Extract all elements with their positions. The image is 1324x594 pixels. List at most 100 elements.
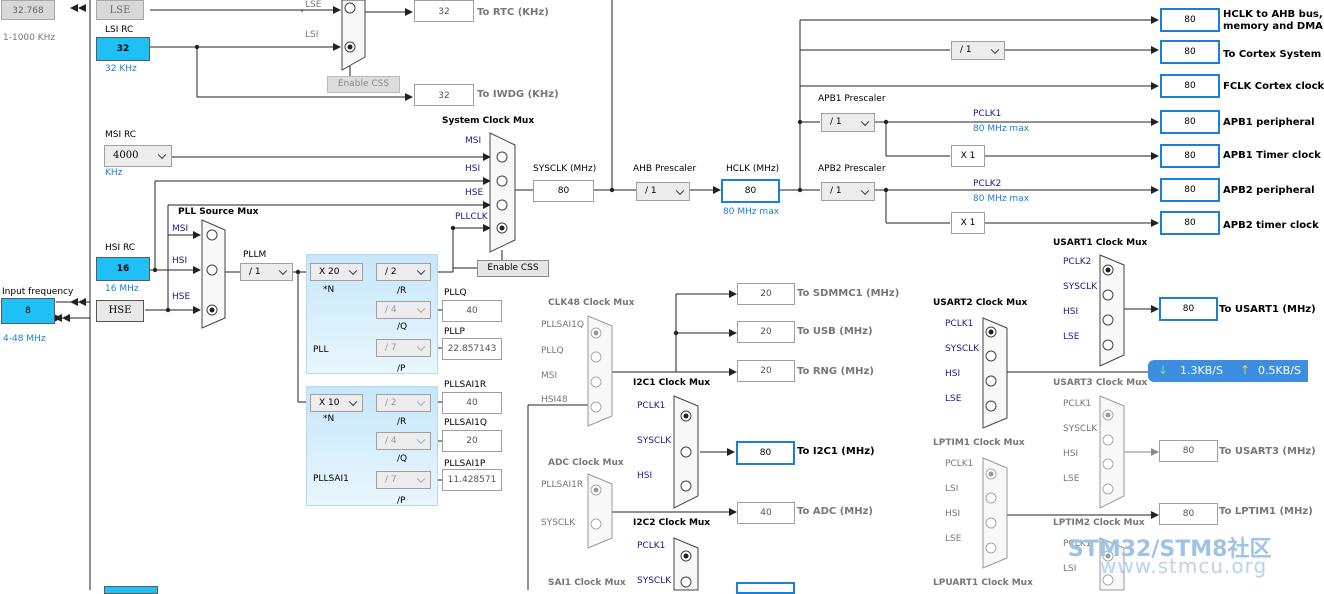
rtc-mux-lsi-label: LSI	[305, 30, 319, 40]
apb1-peripheral-value-box[interactable]: 80	[1160, 110, 1220, 134]
chevron-down-icon	[416, 397, 426, 407]
chevron-down-icon	[675, 186, 685, 195]
lptim1-hsi-label: HSI	[945, 509, 961, 519]
pclk1-title: PCLK1	[973, 109, 1002, 119]
pll-p-divider-select[interactable]: / 7	[376, 339, 431, 357]
usart1-lse-label: LSE	[1063, 332, 1080, 342]
usart3-value-box: 80	[1159, 440, 1218, 462]
apb1-prescaler-select[interactable]: / 1	[821, 113, 875, 132]
pllm-value: / 1	[249, 267, 261, 277]
ahb-prescaler-title: AHB Prescaler	[633, 164, 697, 174]
usart1-mux-title: USART1 Clock Mux	[1053, 238, 1148, 248]
clock-tree-wires	[54, 0, 1159, 591]
apb2-prescaler-title: APB2 Prescaler	[818, 164, 886, 174]
rtc-enable-css-button[interactable]: Enable CSS	[327, 76, 400, 93]
sdmmc-output-label: To SDMMC1 (MHz)	[797, 288, 900, 299]
pllsai1q-value-box: 20	[442, 430, 502, 452]
pllq-title: PLLQ	[444, 288, 467, 298]
adc-output-label: To ADC (MHz)	[797, 506, 873, 517]
system-enable-css-button[interactable]: Enable CSS	[477, 260, 549, 277]
pllm-select[interactable]: / 1	[240, 263, 293, 281]
pllsai1q-title: PLLSAI1Q	[444, 418, 487, 428]
sdmmc-value-box: 20	[737, 283, 795, 305]
i2c1-value-box[interactable]: 80	[736, 441, 795, 465]
usart2-mux-title: USART2 Clock Mux	[933, 298, 1028, 308]
apb2-timer-value-box[interactable]: 80	[1160, 211, 1220, 235]
hclk-value-input[interactable]: 80	[721, 179, 780, 203]
chevron-down-icon	[416, 266, 426, 276]
cortex-value-box[interactable]: 80	[1160, 40, 1220, 64]
download-arrow-icon: ↓	[1158, 363, 1169, 377]
hsi-rc-title: HSI RC	[105, 243, 136, 253]
apb2-peripheral-value-box[interactable]: 80	[1160, 178, 1220, 202]
pll-src-hse-label: HSE	[172, 292, 191, 302]
pll-n-multiplier-select[interactable]: X 20	[310, 263, 363, 281]
i2c1-pclk1-label: PCLK1	[637, 401, 666, 411]
network-speed-widget[interactable]: ↓ 1.3KB/S ↑ 0.5KB/S	[1148, 360, 1308, 382]
pllsai1-r-divider-select[interactable]: / 2	[376, 394, 431, 412]
apb2-prescaler-select[interactable]: / 1	[821, 182, 875, 201]
i2c1-output-label: To I2C1 (MHz)	[797, 446, 875, 457]
watermark-url: www.stmcu.org	[1100, 554, 1268, 578]
input-frequency-input[interactable]: 8	[1, 298, 55, 324]
watermark-logo: STM32/STM8社区	[1068, 537, 1272, 562]
usart1-sysclk-label: SYSCLK	[1063, 282, 1098, 292]
clk48-msi-label: MSI	[541, 371, 558, 381]
msi-frequency-value: 4000	[113, 150, 139, 161]
input-frequency-range: 4-48 MHz	[3, 334, 46, 344]
pll-p-label: /P	[397, 364, 406, 374]
lptim1-lse-label: LSE	[945, 534, 962, 544]
pclk2-title: PCLK2	[973, 179, 1002, 189]
pllsai1-q-divider-select[interactable]: / 4	[376, 432, 431, 450]
pllsai1-p-divider-select[interactable]: / 7	[376, 471, 431, 489]
pllsai1-q-label: /Q	[397, 454, 408, 464]
pllsai1-r-label: /R	[397, 417, 407, 427]
chevron-down-icon	[416, 342, 426, 352]
apb1-timer-value-box[interactable]: 80	[1160, 144, 1220, 168]
hclk-ahb-value-box[interactable]: 80	[1160, 8, 1220, 32]
sys-mux-pllclk-label: PLLCLK	[455, 212, 488, 222]
msi-frequency-select[interactable]: 4000	[104, 145, 172, 167]
apb1-timer-label: APB1 Timer clock	[1223, 150, 1321, 161]
pll-r-divider-select[interactable]: / 2	[376, 263, 431, 281]
pllsai1-p-label: /P	[397, 496, 406, 506]
i2c2-pclk1-label: PCLK1	[637, 541, 666, 551]
lse-frequency-input[interactable]: 32.768	[1, 0, 55, 20]
chevron-down-icon	[348, 266, 358, 276]
lsi-unit-label: 32 KHz	[105, 64, 137, 74]
usart3-hsi-label: HSI	[1063, 449, 1079, 459]
pll-n-label: *N	[323, 285, 335, 295]
usart2-lse-label: LSE	[945, 394, 962, 404]
i2c2-value-box[interactable]	[736, 582, 795, 594]
lptim1-output-label: To LPTIM1 (MHz)	[1219, 506, 1313, 517]
pllsai1-n-label: *N	[323, 414, 335, 424]
iwdg-value-box: 32	[414, 84, 474, 106]
i2c1-sysclk-label: SYSCLK	[637, 436, 672, 446]
apb1-prescaler-title: APB1 Prescaler	[818, 94, 886, 104]
pllsai1-n-multiplier-select[interactable]: X 10	[310, 394, 363, 412]
sys-mux-msi-label: MSI	[465, 136, 482, 146]
hsi-unit-label: 16 MHz	[105, 284, 139, 294]
lse-range-label: 1-1000 KHz	[3, 33, 56, 43]
ahb-prescaler-value: / 1	[645, 186, 657, 196]
i2c2-sysclk-label: SYSCLK	[637, 576, 672, 586]
lsi-frequency-box: 32	[96, 37, 150, 61]
cortex-divider-select[interactable]: / 1	[951, 41, 1005, 60]
pll-q-divider-select[interactable]: / 4	[376, 301, 431, 319]
usart3-lse-label: LSE	[1063, 474, 1080, 484]
input-frequency-title: Input frequency	[2, 287, 74, 297]
sai1-mux-title: SAI1 Clock Mux	[548, 578, 626, 588]
pllsai1r-title: PLLSAI1R	[444, 380, 487, 390]
adc-sysclk-label: SYSCLK	[541, 518, 576, 528]
ahb-prescaler-select[interactable]: / 1	[636, 182, 690, 201]
msi-unit-label: KHz	[105, 168, 123, 178]
rtc-output-label: To RTC (KHz)	[477, 7, 549, 18]
pll-q-value: / 4	[385, 305, 397, 315]
fclk-value-box[interactable]: 80	[1160, 74, 1220, 98]
i2c2-mux-title: I2C2 Clock Mux	[633, 518, 711, 528]
usart1-value-box[interactable]: 80	[1159, 297, 1218, 321]
lsi-rc-title: LSI RC	[105, 25, 134, 35]
pllsai1-label: PLLSAI1	[313, 474, 349, 484]
pllq-value-box: 40	[442, 300, 502, 322]
upload-speed: 0.5KB/S	[1258, 364, 1301, 377]
